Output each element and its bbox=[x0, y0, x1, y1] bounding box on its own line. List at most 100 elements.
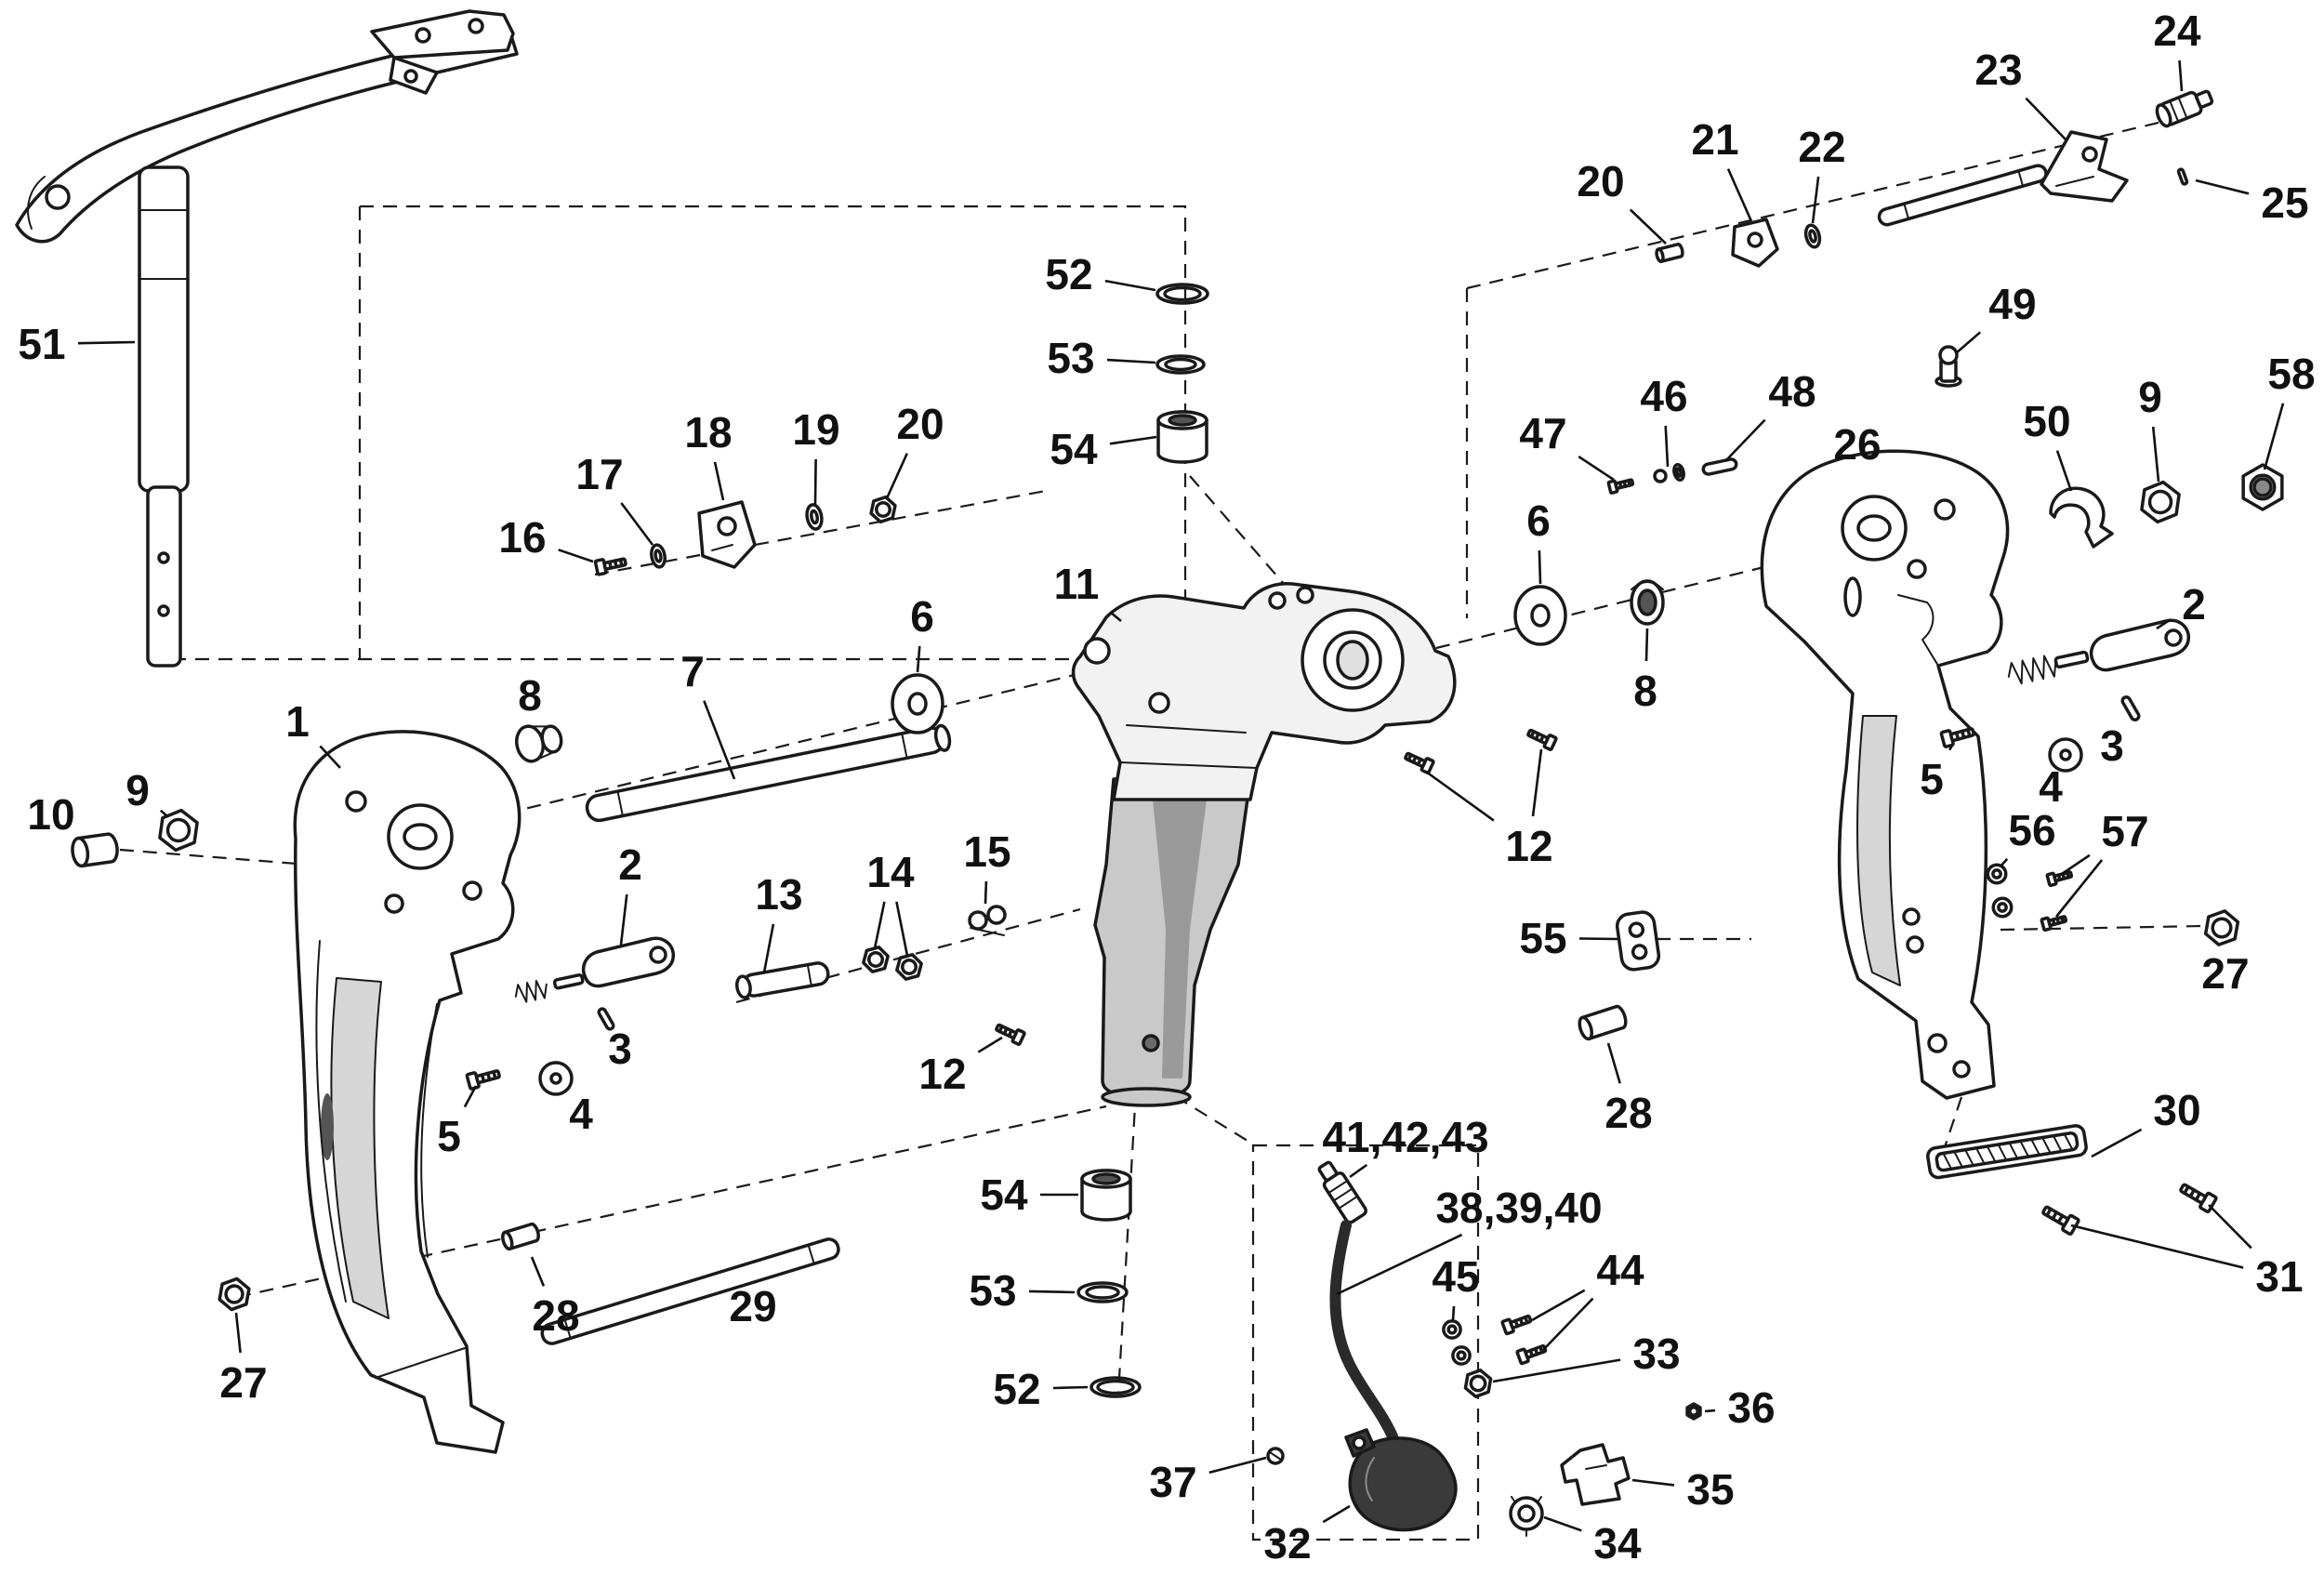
part-callout: 57 bbox=[2101, 807, 2148, 855]
callout-leader-line bbox=[619, 893, 628, 946]
part-callout: 4 bbox=[2039, 762, 2063, 811]
part-callout: 12 bbox=[1505, 822, 1552, 870]
pivot-pin-13 bbox=[734, 961, 830, 999]
part-callout: 41,42,43 bbox=[1322, 1113, 1488, 1161]
part-callout: 8 bbox=[1633, 667, 1657, 715]
bolt-31 bbox=[2039, 1200, 2081, 1237]
callout-leader-line bbox=[2151, 426, 2160, 483]
part-callout: 20 bbox=[1577, 157, 1624, 205]
mount-8-left bbox=[514, 724, 563, 763]
callout-leader-line bbox=[558, 549, 594, 563]
part-callout: 27 bbox=[219, 1358, 267, 1407]
tiller-arm bbox=[15, 9, 519, 244]
lever-arm-2-right bbox=[2089, 618, 2191, 672]
tilt-tube bbox=[585, 723, 952, 823]
callout-leader-line bbox=[1109, 435, 1157, 445]
callout-leader-line bbox=[1208, 1456, 1267, 1475]
part-callout: 32 bbox=[1263, 1519, 1311, 1567]
callout-leader-line bbox=[1538, 549, 1542, 585]
part-callout: 25 bbox=[2261, 179, 2308, 227]
fitting-20 bbox=[1655, 243, 1684, 263]
callout-leader-line bbox=[2025, 97, 2067, 140]
callout-leader-line bbox=[234, 1312, 242, 1354]
nut-14-a bbox=[860, 943, 891, 976]
part-callout: 12 bbox=[918, 1050, 966, 1098]
trim-rod-23 bbox=[1877, 164, 2048, 227]
callout-leader-line bbox=[1955, 331, 1982, 354]
part-callout: 6 bbox=[1526, 496, 1551, 545]
starboard-hardware bbox=[1607, 345, 2282, 1237]
callout-leader-line bbox=[1425, 770, 1495, 822]
part-callout: 9 bbox=[125, 766, 150, 814]
part-callout: 1 bbox=[285, 697, 310, 746]
part-callout: 24 bbox=[2153, 7, 2201, 55]
anode-plate-30 bbox=[1926, 1124, 2088, 1180]
part-callout: 53 bbox=[969, 1266, 1016, 1315]
sender-body-32 bbox=[1348, 1436, 1458, 1532]
nut-14-b bbox=[893, 950, 925, 984]
nut-33 bbox=[1462, 1367, 1494, 1400]
bolt-12-a bbox=[1402, 748, 1435, 774]
bushing-28-left bbox=[499, 1222, 542, 1251]
part-callout: 3 bbox=[608, 1025, 632, 1073]
callout-leader-line bbox=[2129, 715, 2133, 718]
nut-36 bbox=[1686, 1403, 1701, 1420]
trim-rod-head bbox=[2040, 130, 2129, 203]
part-callout: 4 bbox=[569, 1090, 593, 1138]
part-callout: 55 bbox=[1519, 914, 1566, 962]
bolt-5-left bbox=[465, 1065, 503, 1091]
bolt-44-b bbox=[1515, 1341, 1549, 1366]
connector-41-42-43 bbox=[1317, 1160, 1367, 1224]
washer-56b bbox=[1991, 896, 2014, 919]
callout-leader-line bbox=[916, 645, 921, 673]
callout-leader-line bbox=[2061, 853, 2091, 876]
fastener-group-16-20 bbox=[593, 493, 898, 576]
callout-leader-line bbox=[885, 453, 908, 499]
seal-stack-bottom bbox=[1076, 1169, 1142, 1398]
callout-leader-line bbox=[977, 1036, 1003, 1053]
callout-leader-line bbox=[1543, 1515, 1582, 1532]
oring-52-top bbox=[1155, 283, 1209, 305]
clamp-35 bbox=[1560, 1443, 1631, 1506]
screw-37 bbox=[1266, 1447, 1285, 1465]
grommet-34 bbox=[1509, 1496, 1544, 1537]
washer-45-a bbox=[1442, 1319, 1462, 1340]
part-callout: 30 bbox=[2153, 1086, 2200, 1134]
bolt-57 bbox=[2045, 867, 2074, 887]
part-callout: 28 bbox=[1604, 1089, 1652, 1137]
part-callout: 22 bbox=[1798, 123, 1845, 171]
part-callout: 52 bbox=[1045, 250, 1092, 298]
trim-sender-assembly bbox=[1266, 1160, 1701, 1537]
part-callout: 8 bbox=[518, 671, 542, 720]
part-callout: 33 bbox=[1632, 1329, 1680, 1378]
part-callout: 38,39,40 bbox=[1435, 1184, 1602, 1232]
part-callout: 20 bbox=[896, 400, 944, 448]
callout-leader-line bbox=[1106, 358, 1156, 364]
starboard-clamp-bracket bbox=[1760, 449, 2010, 1100]
callout-leader-line bbox=[1578, 456, 1615, 482]
callout-leader-line bbox=[159, 809, 168, 817]
part-callout: 52 bbox=[993, 1365, 1040, 1413]
callout-leader-line bbox=[1052, 1385, 1089, 1390]
callout-leader-line bbox=[713, 461, 725, 501]
grease-fitting-49 bbox=[1934, 345, 1962, 388]
callout-leader-line bbox=[1664, 425, 1670, 468]
part-callout: 45 bbox=[1432, 1252, 1479, 1301]
part-callout: 28 bbox=[532, 1291, 579, 1340]
callout-leader-line bbox=[813, 458, 817, 505]
callout-leader-line bbox=[703, 700, 736, 780]
nut-27-right bbox=[2204, 908, 2239, 947]
bolt-16 bbox=[593, 553, 628, 576]
part-callout: 46 bbox=[1640, 372, 1687, 420]
part-callout: 21 bbox=[1691, 115, 1738, 164]
nut-9-right bbox=[2140, 480, 2180, 524]
clip-50 bbox=[2049, 486, 2114, 549]
spring-rod-left bbox=[514, 973, 585, 1003]
washer-22 bbox=[1802, 221, 1824, 251]
part-callout: 35 bbox=[1686, 1465, 1734, 1514]
callout-leader-line bbox=[873, 901, 886, 949]
callout-leader-line bbox=[463, 1085, 478, 1108]
steering-tube bbox=[138, 165, 190, 668]
callout-leader-line bbox=[1451, 1305, 1456, 1321]
